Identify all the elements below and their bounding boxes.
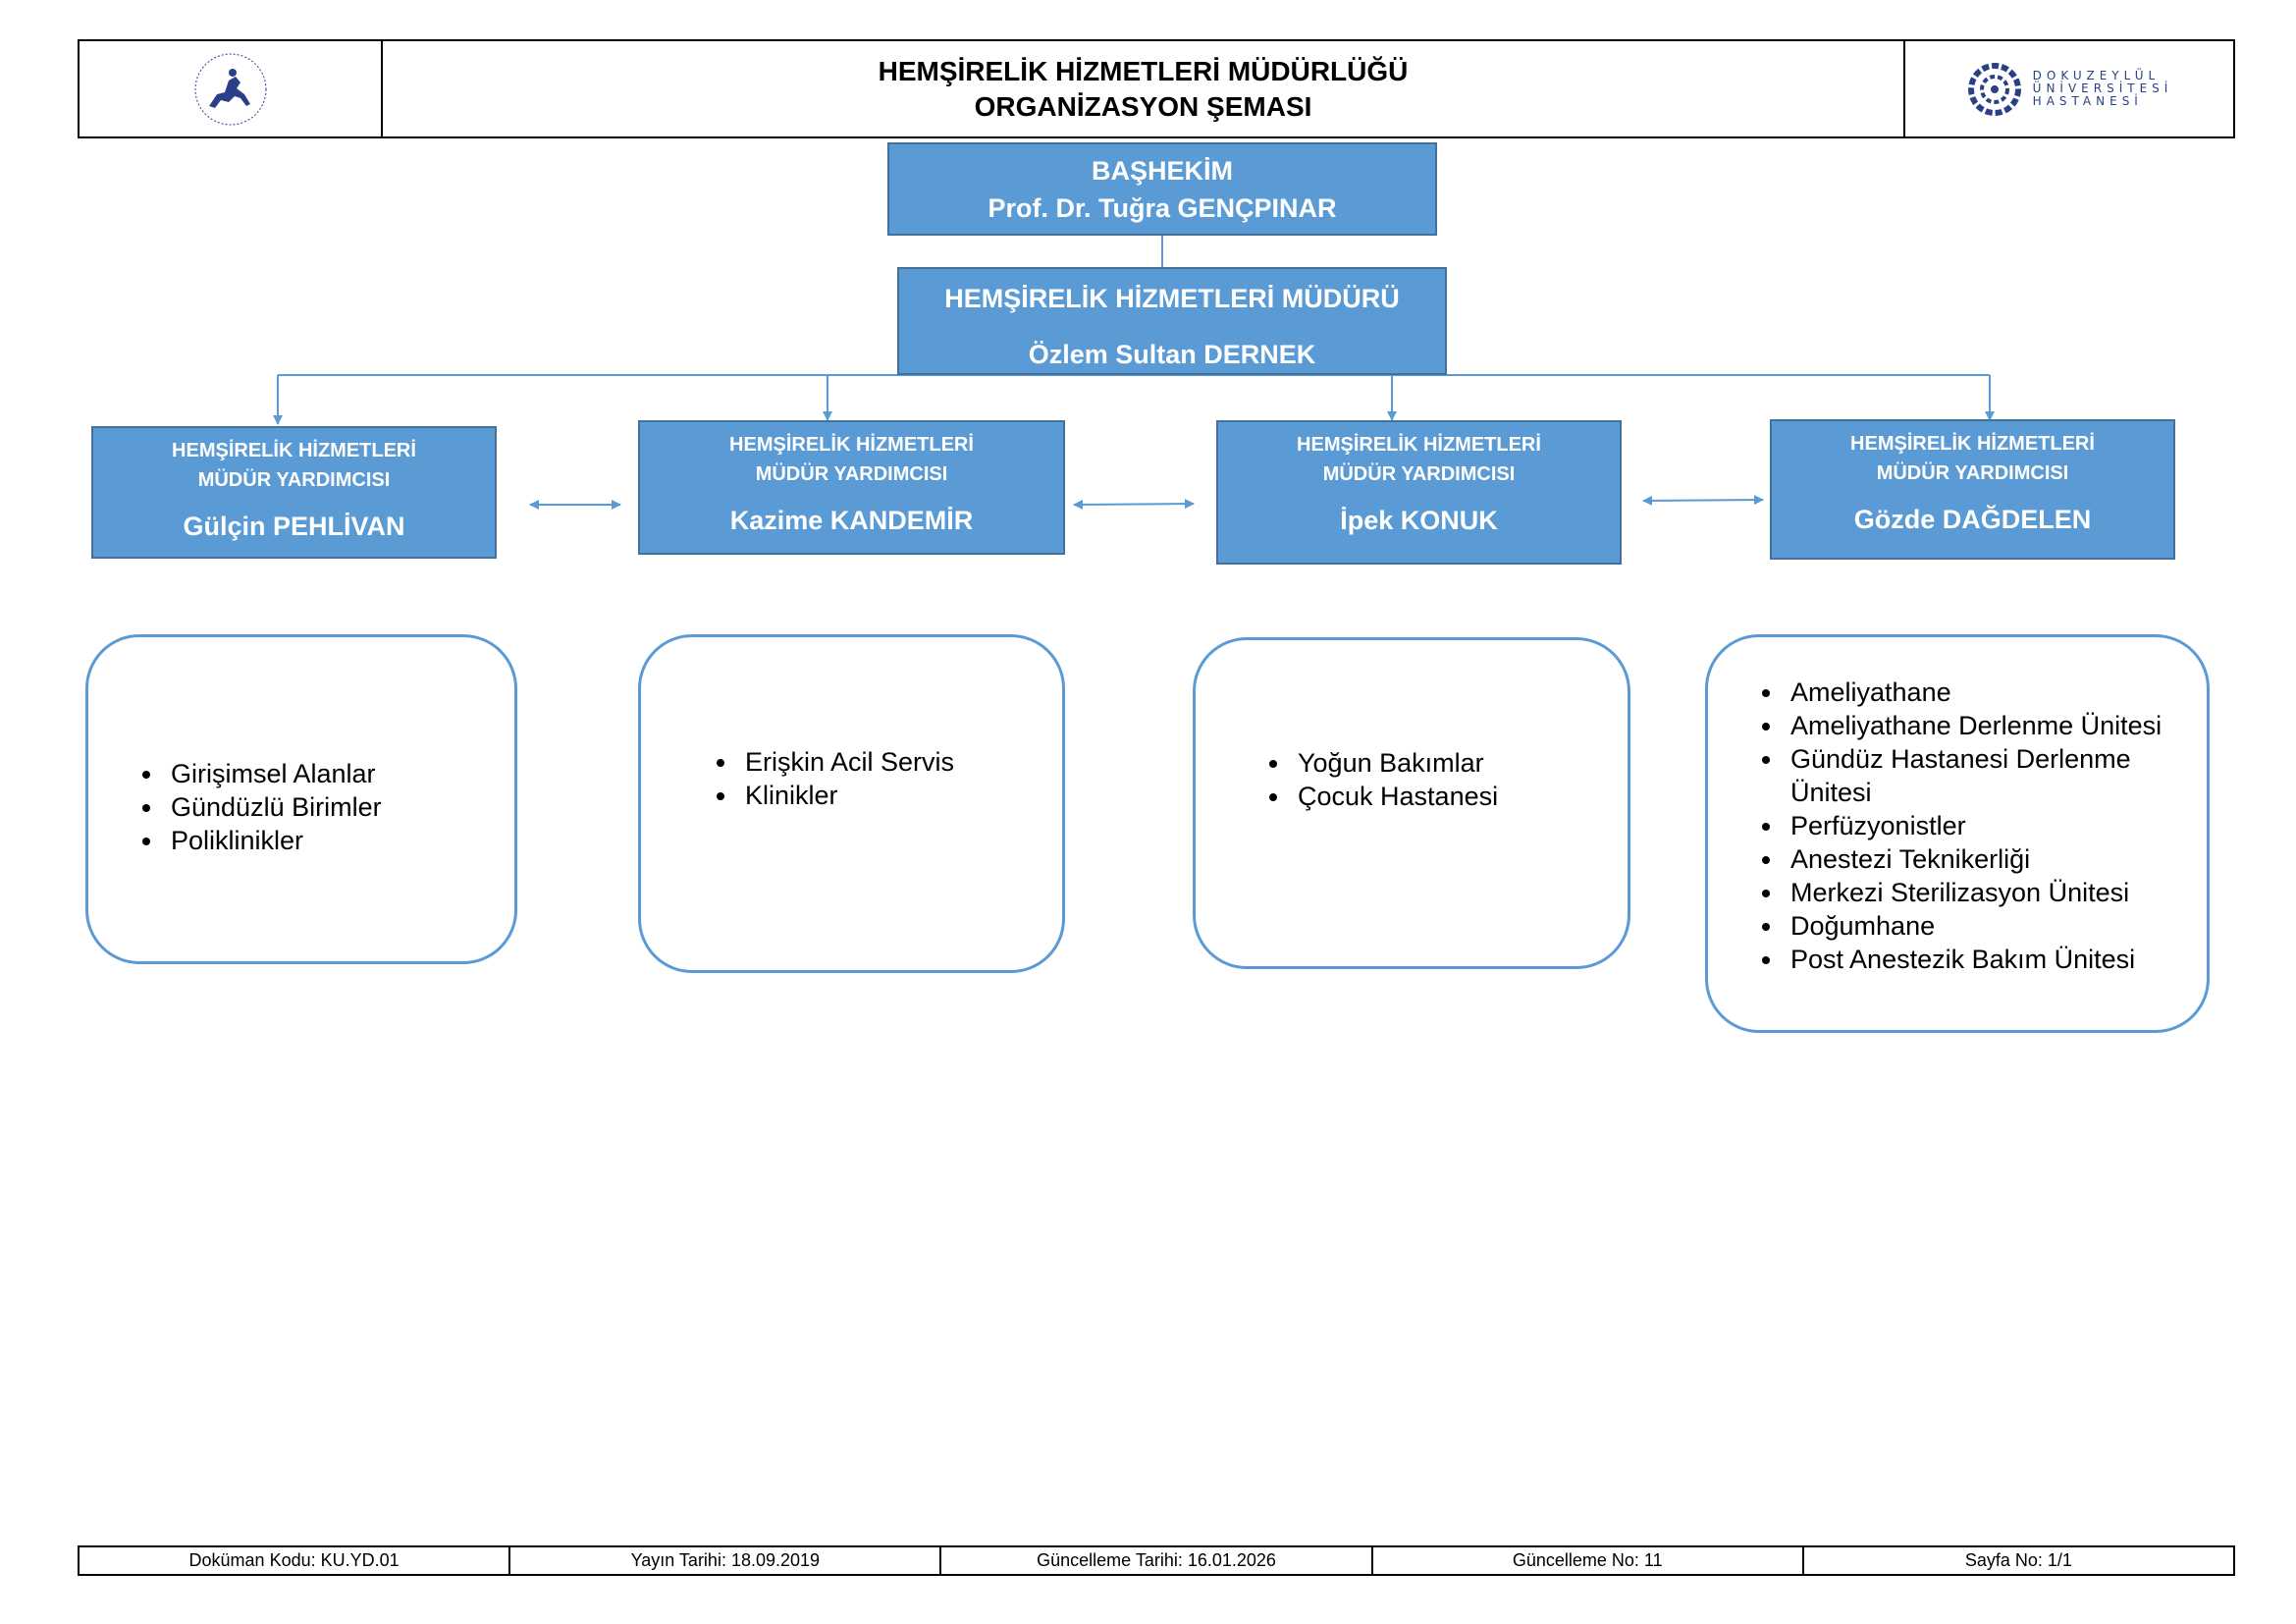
unit-item: Gündüzlü Birimler [165, 790, 514, 824]
unit-item: Post Anestezik Bakım Ünitesi [1785, 943, 2187, 976]
hospital-logo-text-line1: DOKUZEYLÜL [2032, 69, 2161, 82]
units-box-1: Girişimsel Alanlar Gündüzlü Birimler Pol… [85, 634, 517, 964]
header-table: HEMŞİRELİK HİZMETLERİ MÜDÜRLÜĞÜ ORGANİZA… [78, 39, 2235, 138]
director-title: HEMŞİRELİK HİZMETLERİ MÜDÜRÜ [944, 284, 1400, 313]
deputy-name: Gözde DAĞDELEN [1853, 505, 2092, 534]
deputy-title-line1: HEMŞİRELİK HİZMETLERİ [1850, 433, 2095, 455]
deputy-title-line1: HEMŞİRELİK HİZMETLERİ [172, 440, 416, 461]
units-box-3: Yoğun Bakımlar Çocuk Hastanesi [1193, 637, 1630, 969]
chief-name: Prof. Dr. Tuğra GENÇPINAR [988, 193, 1337, 223]
footer-page-no: Sayfa No: 1/1 [1964, 1550, 2072, 1570]
footer-publish-date: Yayın Tarihi: 18.09.2019 [510, 1547, 942, 1574]
deputy-title-line1: HEMŞİRELİK HİZMETLERİ [729, 434, 974, 456]
deputy-title-line2: MÜDÜR YARDIMCISI [755, 463, 948, 485]
deputy-title-line2: MÜDÜR YARDIMCISI [1322, 463, 1516, 485]
nursing-director-box: HEMŞİRELİK HİZMETLERİ MÜDÜRÜ Özlem Sulta… [897, 267, 1447, 375]
deputy-box-4: HEMŞİRELİK HİZMETLERİ MÜDÜR YARDIMCISI G… [1770, 419, 2175, 560]
header-right-cell: DOKUZEYLÜL ÜNİVERSİTESİ HASTANESİ [1903, 41, 2233, 136]
footer-update-no: Güncelleme No: 11 [1373, 1547, 1804, 1574]
unit-item: Erişkin Acil Servis [739, 745, 1062, 779]
units-list-3: Yoğun Bakımlar Çocuk Hastanesi [1196, 746, 1628, 813]
hospital-logo-text-line2: ÜNİVERSİTESİ [2032, 81, 2173, 95]
deputy-title-line2: MÜDÜR YARDIMCISI [197, 469, 391, 491]
unit-item: Perfüzyonistler [1785, 809, 2187, 842]
chief-physician-box: BAŞHEKİM Prof. Dr. Tuğra GENÇPINAR [887, 142, 1437, 236]
hospital-logo-text: DOKUZEYLÜL ÜNİVERSİTESİ HASTANESİ [2033, 70, 2173, 108]
footer-update-date: Güncelleme Tarihi: 16.01.2026 [941, 1547, 1373, 1574]
unit-item: Merkezi Sterilizasyon Ünitesi [1785, 876, 2187, 909]
unit-item: Ameliyathane [1785, 676, 2187, 709]
units-box-4: Ameliyathane Ameliyathane Derlenme Ünite… [1705, 634, 2210, 1033]
chief-title: BAŞHEKİM [1091, 156, 1233, 186]
director-name: Özlem Sultan DERNEK [1028, 340, 1316, 369]
header-title: HEMŞİRELİK HİZMETLERİ MÜDÜRLÜĞÜ ORGANİZA… [383, 41, 1903, 136]
deputy-box-1: HEMŞİRELİK HİZMETLERİ MÜDÜR YARDIMCISI G… [91, 426, 497, 559]
unit-item: Yoğun Bakımlar [1292, 746, 1628, 780]
unit-item: Klinikler [739, 779, 1062, 812]
header-left-cell [80, 41, 383, 136]
hospital-logo-icon [1967, 62, 2021, 116]
deputy-title-line1: HEMŞİRELİK HİZMETLERİ [1297, 434, 1541, 456]
unit-item: Anestezi Teknikerliği [1785, 842, 2187, 876]
unit-item: Poliklinikler [165, 824, 514, 857]
footer-table: Doküman Kodu: KU.YD.01 Yayın Tarihi: 18.… [78, 1545, 2235, 1576]
deputy-title-line2: MÜDÜR YARDIMCISI [1876, 462, 2069, 484]
header-title-line1: HEMŞİRELİK HİZMETLERİ MÜDÜRLÜĞÜ [878, 55, 1409, 86]
unit-item: Girişimsel Alanlar [165, 757, 514, 790]
deputy-name: Kazime KANDEMİR [729, 506, 974, 535]
units-list-4: Ameliyathane Ameliyathane Derlenme Ünite… [1708, 676, 2187, 976]
hospital-logo-text-line3: HASTANESİ [2032, 94, 2143, 108]
deputy-box-3: HEMŞİRELİK HİZMETLERİ MÜDÜR YARDIMCISI İ… [1216, 420, 1622, 565]
deputy-box-2: HEMŞİRELİK HİZMETLERİ MÜDÜR YARDIMCISI K… [638, 420, 1065, 555]
deputy-name: İpek KONUK [1340, 506, 1498, 535]
footer-doc-code: Doküman Kodu: KU.YD.01 [80, 1547, 511, 1574]
unit-item: Ameliyathane Derlenme Ünitesi [1785, 709, 2187, 742]
units-list-1: Girişimsel Alanlar Gündüzlü Birimler Pol… [88, 757, 514, 857]
unit-item: Gündüz Hastanesi Derlenme Ünitesi [1785, 742, 2187, 809]
unit-item: Çocuk Hastanesi [1292, 780, 1628, 813]
deputy-name: Gülçin PEHLİVAN [183, 512, 405, 541]
header-title-line2: ORGANİZASYON ŞEMASI [974, 90, 1312, 122]
double-arrow-2-3 [1073, 499, 1195, 510]
units-box-2: Erişkin Acil Servis Klinikler [638, 634, 1065, 973]
double-arrow-3-4 [1642, 495, 1764, 506]
university-seal-icon [194, 53, 266, 125]
unit-item: Doğumhane [1785, 909, 2187, 943]
units-list-2: Erişkin Acil Servis Klinikler [641, 745, 1062, 812]
